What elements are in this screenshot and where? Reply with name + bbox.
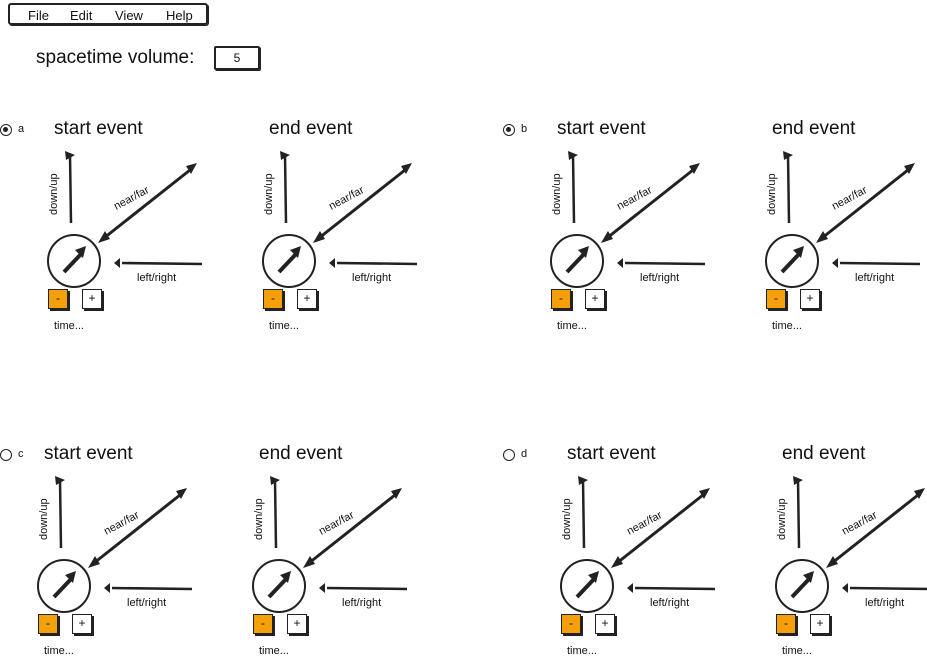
end-event-axes [765, 151, 921, 288]
spacetime-volume-input[interactable]: 5 [214, 46, 260, 70]
time-label: time... [557, 320, 587, 332]
time-decrement-button[interactable]: - [561, 614, 581, 634]
down-up-label: down/up [776, 498, 788, 540]
time-label: time... [269, 320, 299, 332]
down-up-label: down/up [561, 498, 573, 540]
left-right-label: left/right [137, 272, 177, 284]
time-label: time... [54, 320, 84, 332]
time-increment-button[interactable]: + [810, 614, 830, 634]
left-right-label: left/right [352, 272, 392, 284]
time-decrement-button[interactable]: - [48, 289, 68, 309]
option-panel-a: a start event down/up near/far left/righ… [0, 118, 420, 333]
time-increment-button[interactable]: + [72, 614, 92, 634]
start-event-title: start event [567, 443, 656, 464]
time-label: time... [772, 320, 802, 332]
option-letter-b: b [521, 123, 528, 135]
start-event-widget: start event down/up near/far left/right … [40, 118, 220, 333]
end-event-widget: end event down/up near/far left/right - … [245, 443, 425, 658]
option-radio-c[interactable] [0, 449, 12, 461]
left-right-label: left/right [650, 597, 690, 609]
down-up-label: down/up [551, 173, 563, 215]
menu-help[interactable]: Help [166, 8, 193, 23]
option-panel-d: d start event down/up near/far left/righ… [503, 443, 927, 658]
time-increment-button[interactable]: + [82, 289, 102, 309]
time-decrement-button[interactable]: - [38, 614, 58, 634]
time-decrement-button[interactable]: - [766, 289, 786, 309]
time-increment-button[interactable]: + [595, 614, 615, 634]
start-event-axes [47, 151, 203, 288]
left-right-label: left/right [855, 272, 895, 284]
menu-file[interactable]: File [28, 8, 49, 23]
left-right-label: left/right [342, 597, 382, 609]
menu-view[interactable]: View [115, 8, 143, 23]
option-radio-a[interactable] [0, 124, 12, 136]
menu-edit[interactable]: Edit [70, 8, 93, 23]
start-event-title: start event [54, 118, 143, 139]
down-up-label: down/up [766, 173, 778, 215]
time-increment-button[interactable]: + [287, 614, 307, 634]
option-letter-d: d [521, 448, 528, 460]
end-event-axes [252, 476, 408, 613]
start-event-widget: start event down/up near/far left/right … [30, 443, 210, 658]
time-decrement-button[interactable]: - [551, 289, 571, 309]
time-label: time... [567, 645, 597, 657]
time-increment-button[interactable]: + [297, 289, 317, 309]
end-event-widget: end event down/up near/far left/right - … [255, 118, 435, 333]
start-event-widget: start event down/up near/far left/right … [553, 443, 733, 658]
end-event-title: end event [772, 118, 856, 139]
option-radio-b[interactable] [503, 124, 515, 136]
down-up-label: down/up [253, 498, 265, 540]
start-event-axes [560, 476, 716, 613]
left-right-label: left/right [865, 597, 905, 609]
down-up-label: down/up [48, 173, 60, 215]
down-up-label: down/up [263, 173, 275, 215]
option-panel-c: c start event down/up near/far left/righ… [0, 443, 420, 658]
time-increment-button[interactable]: + [585, 289, 605, 309]
option-radio-d[interactable] [503, 449, 515, 461]
option-panel-b: b start event down/up near/far left/righ… [503, 118, 923, 333]
end-event-axes [775, 476, 927, 613]
start-event-title: start event [557, 118, 646, 139]
time-label: time... [259, 645, 289, 657]
time-decrement-button[interactable]: - [253, 614, 273, 634]
end-event-widget: end event down/up near/far left/right - … [758, 118, 927, 333]
time-label: time... [782, 645, 812, 657]
start-event-title: start event [44, 443, 133, 464]
menu-bar: File Edit View Help [8, 3, 208, 25]
start-event-axes [550, 151, 706, 288]
left-right-label: left/right [640, 272, 680, 284]
start-event-axes [37, 476, 193, 613]
end-event-title: end event [269, 118, 353, 139]
spacetime-volume-label: spacetime volume: [36, 47, 195, 68]
time-label: time... [44, 645, 74, 657]
option-letter-c: c [18, 448, 24, 460]
down-up-label: down/up [38, 498, 50, 540]
time-decrement-button[interactable]: - [263, 289, 283, 309]
time-increment-button[interactable]: + [800, 289, 820, 309]
end-event-axes [262, 151, 418, 288]
time-decrement-button[interactable]: - [776, 614, 796, 634]
left-right-label: left/right [127, 597, 167, 609]
start-event-widget: start event down/up near/far left/right … [543, 118, 723, 333]
end-event-title: end event [782, 443, 866, 464]
option-letter-a: a [18, 123, 25, 135]
end-event-title: end event [259, 443, 343, 464]
end-event-widget: end event down/up near/far left/right - … [768, 443, 927, 658]
